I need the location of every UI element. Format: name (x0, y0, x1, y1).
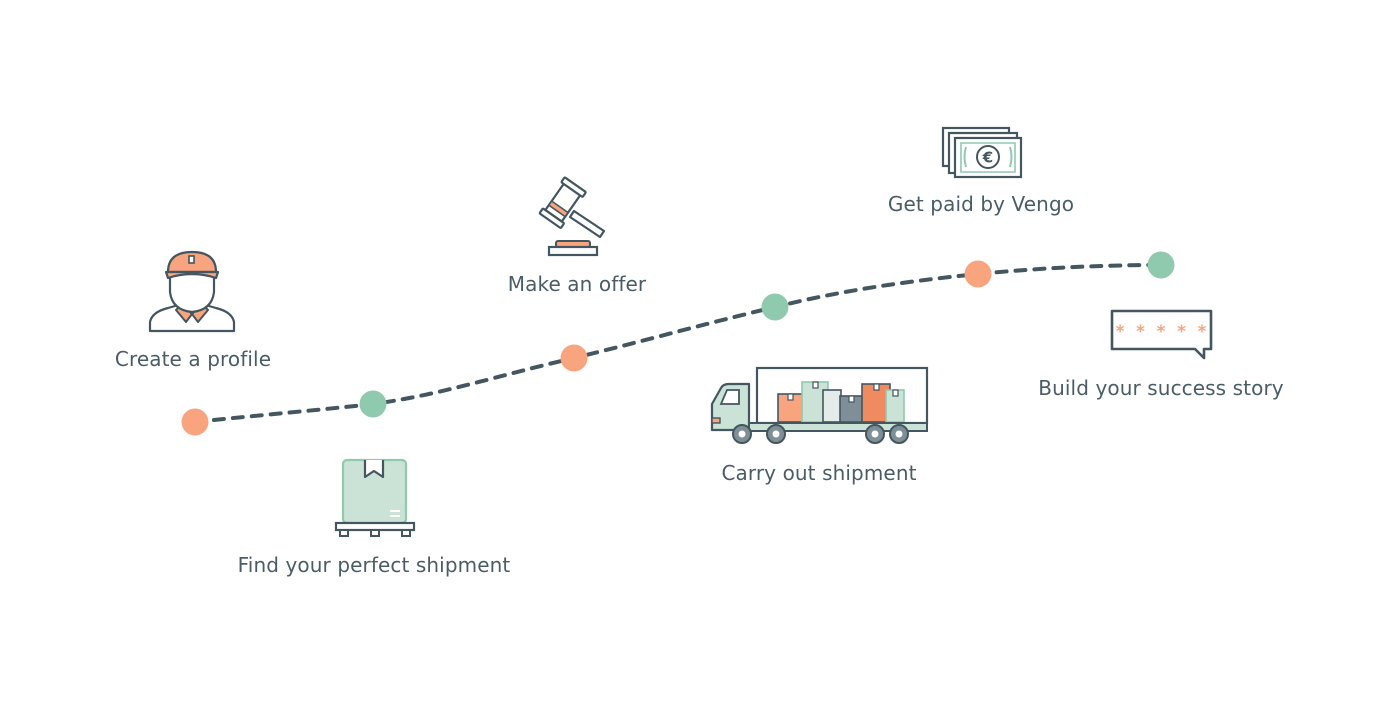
step-label-create-profile: Create a profile (114, 347, 272, 371)
step-label-carry-shipment: Carry out shipment (721, 461, 917, 485)
step-dot-4 (761, 293, 789, 321)
gavel-icon (538, 176, 606, 257)
step-dot-3 (560, 344, 588, 372)
truck-icon (710, 366, 929, 444)
step-label-success-story: Build your success story (1038, 376, 1284, 400)
dashed-path-line (193, 263, 1163, 424)
rating-bubble-icon: * * * * * (1110, 309, 1213, 360)
step-dot-6 (1147, 251, 1175, 279)
step-label-make-offer: Make an offer (507, 272, 647, 296)
package-on-pallet-icon (334, 458, 416, 537)
euro-banknotes-icon: € (941, 126, 1023, 179)
step-dot-5 (964, 260, 992, 288)
rating-stars: * * * * * (1115, 322, 1207, 342)
courier-icon (148, 250, 236, 333)
euro-symbol: € (982, 149, 993, 167)
step-label-get-paid: Get paid by Vengo (887, 192, 1075, 216)
step-dot-2 (359, 390, 387, 418)
step-label-find-shipment: Find your perfect shipment (237, 553, 511, 577)
step-dot-1 (181, 408, 209, 436)
